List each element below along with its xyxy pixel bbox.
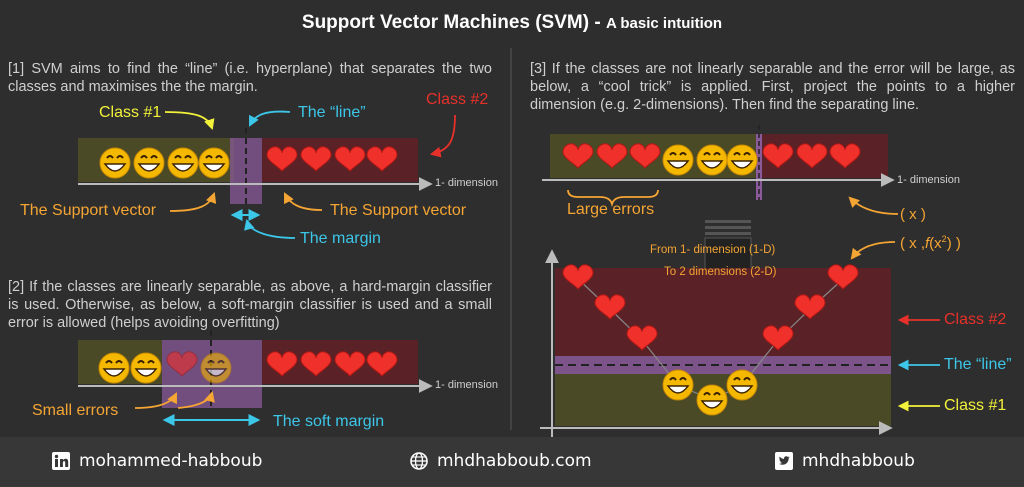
xf-label-f: f: [925, 235, 930, 252]
linkedin-icon: [52, 452, 70, 470]
projected-2d-diagram: [540, 249, 940, 440]
globe-icon: [410, 452, 428, 470]
margin-label: The margin: [300, 230, 381, 247]
linkedin-handle: mohammed-habboub: [79, 451, 263, 471]
title-main: Support Vector Machines (SVM) -: [301, 12, 606, 33]
soft-margin-label: The soft margin: [273, 413, 385, 430]
to-label: To 2 dimensions (2-D): [664, 266, 777, 278]
support-vector-right-label: The Support vector: [330, 202, 467, 219]
axis-label: 1- dimension: [435, 379, 498, 391]
xf-label-pre: ( x ,: [900, 235, 925, 252]
panel2-text: [2] If the classes are linearly separabl…: [8, 279, 492, 331]
axis-label: 1- dimension: [897, 174, 960, 186]
title-subtitle: A basic intuition: [605, 15, 723, 32]
class1-label-2d: Class #1: [944, 397, 1007, 414]
page-title: Support Vector Machines (SVM) - A basic …: [0, 12, 1024, 34]
twitter-handle: mhdhabboub: [802, 451, 915, 471]
website-url: mhdhabboub.com: [437, 451, 592, 471]
panel1-text: [1] SVM aims to find the “line” (i.e. hy…: [8, 61, 492, 95]
axis-label: 1- dimension: [435, 177, 498, 189]
x-label: ( x ): [900, 206, 926, 223]
xf-label: ( x ,f(x2) ): [900, 234, 961, 252]
twitter-icon: [775, 452, 793, 470]
xf-label-sup: 2: [941, 234, 947, 244]
hard-margin-diagram: [78, 110, 456, 239]
support-vector-left-label: The Support vector: [20, 202, 157, 219]
small-errors-label: Small errors: [32, 402, 119, 419]
linkedin-link[interactable]: mohammed-habboub: [52, 451, 262, 471]
large-errors-label: Large errors: [567, 201, 655, 218]
class2-label: Class #2: [426, 91, 489, 108]
panel3-text: [3] If the classes are not linearly sepa…: [530, 61, 1015, 113]
footer: mohammed-habboub mhdhabboub.com mhdhabbo…: [0, 437, 1024, 487]
class2-label-2d: Class #2: [944, 311, 1007, 328]
class1-label: Class #1: [99, 104, 162, 121]
xf-label-arg: (x: [929, 235, 942, 252]
from-label: From 1- dimension (1-D): [650, 244, 776, 256]
xf-label-post: ) ): [946, 235, 961, 252]
website-link[interactable]: mhdhabboub.com: [410, 451, 592, 471]
line-label-2d: The “line”: [944, 356, 1012, 373]
line-label: The “line”: [298, 104, 366, 121]
soft-margin-diagram: [78, 330, 433, 426]
twitter-link[interactable]: mhdhabboub: [775, 451, 915, 471]
